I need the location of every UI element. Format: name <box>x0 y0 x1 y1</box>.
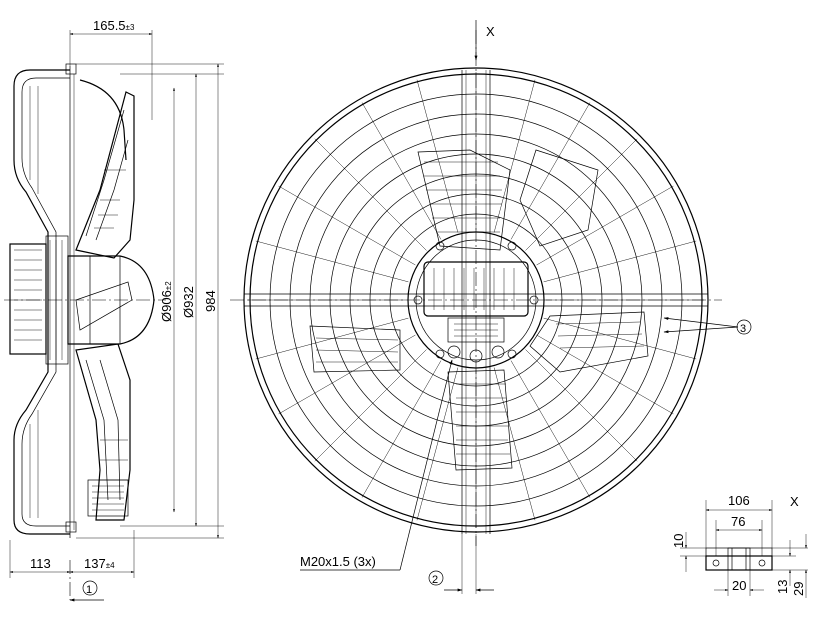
dim-bottom-mid: 137 <box>84 556 106 571</box>
callout-2: 2 <box>432 574 438 586</box>
guard-spoke <box>416 367 459 521</box>
guard-spoke <box>361 102 442 240</box>
dim-width-small: 20 <box>732 578 746 593</box>
side-view: 165.5±3 Ø906±2 Ø932 984 113 137±4 1 <box>4 18 224 602</box>
guard-spoke <box>510 102 591 240</box>
dim-width-outer: 106 <box>728 493 750 508</box>
svg-text:165.5±3: 165.5±3 <box>93 18 135 33</box>
impeller-blades <box>309 149 649 471</box>
guard-spoke <box>525 138 638 251</box>
blade-upper <box>75 91 135 259</box>
callout-3: 3 <box>740 323 746 335</box>
guard-spoke <box>543 317 697 360</box>
guard-spoke <box>536 185 674 266</box>
cable-gland <box>491 345 505 359</box>
guard-spoke <box>314 349 427 462</box>
dim-dia-inner: Ø906 <box>159 290 174 322</box>
thread-label: M20x1.5 (3x) <box>300 554 376 569</box>
guard-spoke <box>361 360 442 498</box>
dim-height-29: 29 <box>791 582 806 596</box>
guard-spoke <box>314 138 427 251</box>
dim-dia-inner-tol: ±2 <box>164 281 173 290</box>
guard-spoke <box>510 360 591 498</box>
svg-text:137±4: 137±4 <box>84 556 115 571</box>
view-label-x: X <box>486 24 495 39</box>
guard-spoke <box>493 79 536 233</box>
dim-bottom-mid-tol: ±4 <box>106 561 115 570</box>
cable-gland <box>447 345 461 359</box>
front-view: X 3 M20x1.5 (3x) 2 <box>230 20 752 594</box>
svg-text:Ø906±2: Ø906±2 <box>159 281 174 322</box>
dim-height-10: 10 <box>671 534 686 548</box>
dim-dia-outer: Ø932 <box>181 286 196 318</box>
guard-spoke <box>278 334 416 415</box>
callout-1: 1 <box>86 584 92 596</box>
guard-spoke <box>543 240 697 283</box>
guard-outline <box>13 69 70 535</box>
guard-spoke <box>416 79 459 233</box>
guard-spoke <box>278 185 416 266</box>
detail-view-label: X <box>790 494 799 509</box>
motor-body <box>9 243 47 355</box>
callout-1-circle <box>82 580 98 596</box>
dim-height: 984 <box>203 290 218 312</box>
guard-spokes <box>248 72 704 528</box>
blade-lower <box>75 343 131 521</box>
mounting-bracket <box>705 555 773 571</box>
dim-width-inner: 76 <box>731 514 745 529</box>
guard-spoke <box>493 367 536 521</box>
dim-height-13: 13 <box>775 580 790 594</box>
guard-spoke <box>255 240 409 283</box>
dim-depth: 165.5 <box>93 18 126 33</box>
guard-spoke <box>536 334 674 415</box>
guard-spoke <box>525 349 638 462</box>
detail-x-view: X 106 76 20 10 <box>671 493 808 598</box>
dim-depth-tol: ±3 <box>126 23 135 32</box>
dim-bottom-left: 113 <box>30 556 51 571</box>
